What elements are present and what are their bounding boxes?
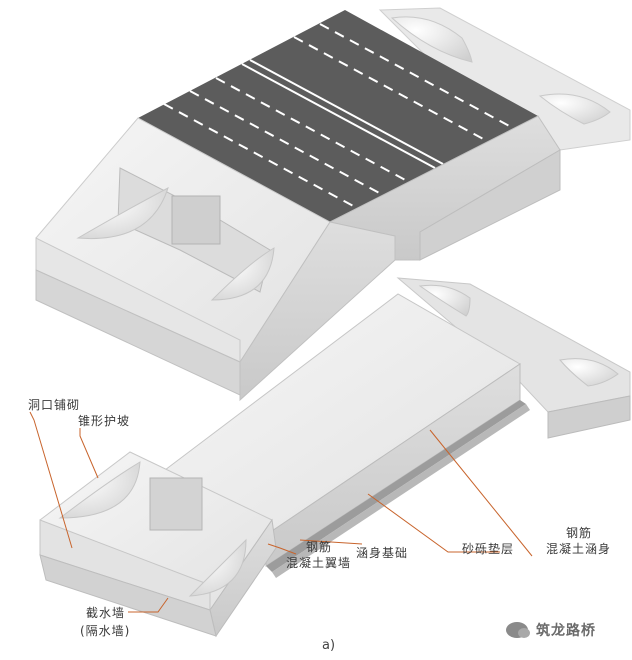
embankment-top-view	[35, 7, 631, 402]
leader-line-portal-paving	[29, 411, 73, 549]
gravel-cushion	[272, 404, 530, 578]
leader-line-cone-slope	[79, 428, 99, 479]
outlet-cone-slope-2	[559, 358, 619, 387]
left-cone-slope	[76, 186, 169, 240]
median-line	[249, 59, 444, 165]
label-cutoff-wall: 截水墙	[86, 606, 126, 620]
lane-marking	[319, 23, 514, 129]
right-cone-slope-2	[538, 93, 611, 125]
lane-marking	[215, 77, 410, 183]
leader-line-wing-wall	[267, 543, 297, 555]
inlet-barrel-mouth	[149, 477, 203, 531]
inlet-cone-slope-2	[188, 538, 247, 597]
leader-line-rc-body	[429, 429, 533, 557]
watermark: 筑龙路桥	[536, 623, 596, 639]
label-rc-culvert-body: 混凝土涵身	[546, 542, 612, 556]
embankment-right-lower	[419, 149, 561, 261]
figure-caption: a)	[322, 638, 336, 653]
label-rebar-right: 钢筋	[566, 526, 593, 540]
right-cone-slope	[390, 16, 473, 63]
label-wing-wall: 混凝土翼墙	[286, 556, 352, 570]
label-portal-paving: 洞口铺砌	[28, 398, 81, 412]
label-culvert-foundation: 涵身基础	[356, 546, 409, 560]
label-rebar-left: 钢筋	[306, 540, 333, 554]
culvert-exploded-view	[39, 277, 631, 638]
left-cone-slope-2	[210, 247, 275, 301]
inlet-apron	[35, 269, 241, 396]
leader-line-foundation	[299, 539, 363, 545]
median-line	[241, 63, 436, 169]
outlet-apron	[547, 395, 631, 439]
culvert-foundation	[266, 400, 526, 572]
cutoff-wall	[39, 554, 217, 637]
label-cutoff-wall-alt: (隔水墙)	[80, 624, 131, 638]
leader-line-gravel	[367, 493, 500, 553]
label-cone-slope: 锥形护坡	[78, 414, 131, 428]
inlet-cone-slope	[58, 461, 141, 519]
lane-marking	[189, 90, 384, 196]
outlet-cone-slope	[418, 284, 471, 317]
leader-line-cutoff-wall	[128, 597, 169, 613]
wechat-icon	[506, 622, 530, 638]
lane-marking	[163, 103, 358, 209]
culvert-barrel-mouth	[171, 195, 221, 245]
lane-marking	[293, 36, 488, 142]
leader-lines	[29, 411, 533, 613]
label-gravel-cushion: 砂砾垫层	[462, 542, 515, 556]
